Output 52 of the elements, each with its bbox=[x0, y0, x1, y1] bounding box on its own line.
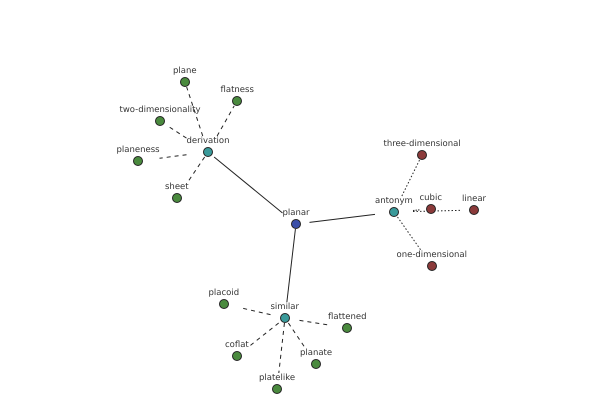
graph-node bbox=[328, 312, 366, 333]
dashed-link bbox=[159, 154, 187, 159]
dashed-link bbox=[187, 156, 206, 182]
node-label: coflat bbox=[225, 340, 249, 350]
node-label: two-dimensionality bbox=[120, 105, 201, 115]
node-label: cubic bbox=[420, 193, 442, 203]
dashed-link bbox=[216, 106, 235, 136]
node-label: planeness bbox=[116, 145, 160, 155]
dashed-link bbox=[299, 320, 328, 326]
graph-node bbox=[396, 250, 467, 271]
node-label: similar bbox=[270, 302, 299, 312]
node-label: flattened bbox=[328, 312, 366, 322]
node-label: platelike bbox=[259, 373, 296, 383]
graph-node bbox=[120, 105, 201, 126]
node-label: sheet bbox=[165, 182, 189, 192]
node-label: antonym bbox=[375, 196, 413, 206]
node-label: one-dimensional bbox=[396, 250, 467, 260]
graph-node bbox=[186, 136, 230, 157]
node-label: plane bbox=[173, 66, 197, 76]
link-line bbox=[214, 156, 283, 214]
graph-node bbox=[270, 302, 299, 323]
graph-node bbox=[220, 85, 254, 106]
node-label: flatness bbox=[220, 85, 254, 95]
dashed-link bbox=[412, 210, 462, 212]
node-label: planar bbox=[282, 208, 310, 218]
graph-node bbox=[384, 139, 461, 160]
graph-node bbox=[225, 340, 249, 361]
node-label: placoid bbox=[208, 288, 240, 298]
graph-node bbox=[282, 208, 310, 229]
dashed-link bbox=[186, 86, 204, 136]
dashed-link bbox=[401, 160, 420, 196]
link-line bbox=[309, 214, 376, 223]
graph-node bbox=[375, 196, 413, 217]
graph-node bbox=[259, 373, 296, 394]
graph-node bbox=[116, 145, 160, 166]
dashed-link bbox=[167, 126, 187, 139]
link-line bbox=[286, 228, 296, 302]
graph-node bbox=[300, 348, 332, 369]
dashed-link bbox=[412, 209, 420, 211]
node-label: three-dimensional bbox=[384, 139, 461, 149]
node-label: linear bbox=[462, 194, 486, 204]
graph-node bbox=[165, 182, 189, 203]
graph-node bbox=[420, 193, 442, 214]
node-label: planate bbox=[300, 348, 332, 358]
dashed-link bbox=[278, 322, 285, 374]
dashed-link bbox=[288, 322, 306, 348]
graph-node bbox=[462, 194, 486, 215]
node-label: derivation bbox=[186, 136, 230, 146]
dashed-link bbox=[397, 216, 422, 250]
graph-node bbox=[208, 288, 240, 309]
graph-node bbox=[173, 66, 197, 87]
dashed-link bbox=[248, 322, 280, 347]
